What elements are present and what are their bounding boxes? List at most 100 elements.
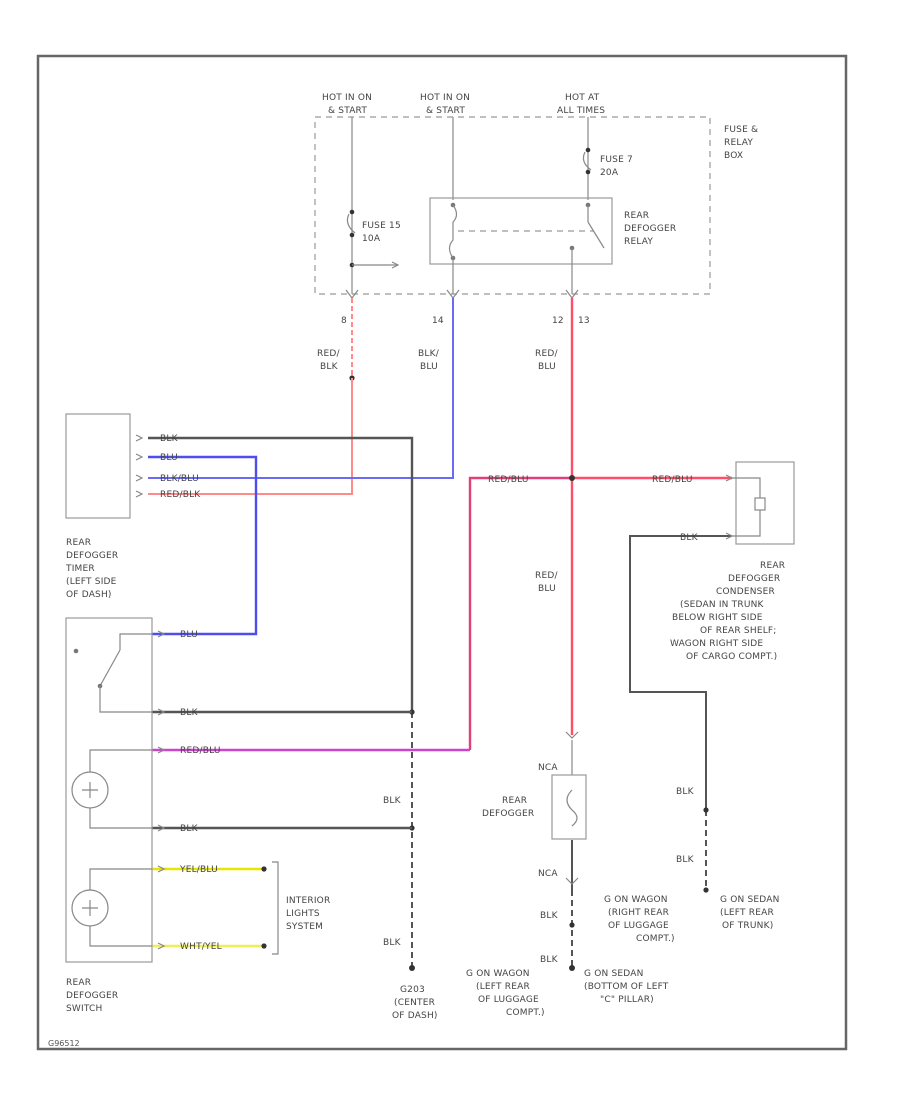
switch-pins <box>157 630 166 950</box>
timer-wire-blu: BLU <box>160 453 178 463</box>
pin-label-13: 13 <box>578 316 590 326</box>
interior-label-2: LIGHTS <box>286 909 320 919</box>
wire-label-cond-blk: BLK <box>680 533 699 543</box>
g203-label-3: OF DASH) <box>392 1011 438 1021</box>
sedan-right-label-1: G ON SEDAN <box>720 895 780 905</box>
defogger-label-1: REAR <box>502 796 527 806</box>
relay-label-1: REAR <box>624 211 649 221</box>
wire-label-red-blu-2: BLU <box>538 362 556 372</box>
wire-blk-blu <box>148 298 454 479</box>
sedan-left-label-1: G ON SEDAN <box>584 969 644 979</box>
sedan-right-label-2: (LEFT REAR <box>720 908 774 918</box>
relay-label-3: RELAY <box>624 237 653 247</box>
wagon-right-label-2: (RIGHT REAR <box>608 908 669 918</box>
wire-label-blk-g2: BLK <box>383 938 402 948</box>
indicator-lamp-icon <box>71 749 152 829</box>
hot-label-2a: HOT IN ON <box>420 93 470 103</box>
sedan-right-label-3: OF TRUNK) <box>722 921 773 931</box>
timer-label-5: OF DASH) <box>66 590 112 600</box>
condenser-label-5: BELOW RIGHT SIDE <box>672 613 763 623</box>
pin-label-12: 12 <box>552 316 564 326</box>
interior-label-1: INTERIOR <box>286 896 330 906</box>
g203-label-1: G203 <box>400 985 425 995</box>
switch-wire-whtyel: WHT/YEL <box>180 942 222 952</box>
illumination-lamp-icon <box>71 868 152 947</box>
sedan-left-label-2: (BOTTOM OF LEFT <box>584 982 669 992</box>
rear-defogger-timer <box>65 413 144 519</box>
fuse-relay-box: FUSE & RELAY BOX HOT IN ON & START HOT I… <box>314 93 758 326</box>
timer-label-1: REAR <box>66 538 91 548</box>
fuse-box-label-3: BOX <box>724 151 743 161</box>
timer-label-2: DEFOGGER <box>66 551 118 561</box>
wire-label-redblu-h1: RED/BLU <box>488 475 529 485</box>
timer-wire-redblk: RED/BLK <box>160 490 201 500</box>
interior-label-3: SYSTEM <box>286 922 323 932</box>
condenser-label-8: OF CARGO COMPT.) <box>686 652 777 662</box>
interior-lights-bracket <box>272 861 279 955</box>
rear-defogger-relay <box>429 197 613 294</box>
condenser-label-6: OF REAR SHELF; <box>700 626 777 636</box>
fuse-15-label-2: 10A <box>362 234 381 244</box>
wire-blk-condenser <box>629 535 732 810</box>
fuse-7-label-2: 20A <box>600 168 619 178</box>
g203-label-2: (CENTER <box>394 998 435 1008</box>
wagon-left-label-3: OF LUGGAGE <box>478 995 539 1005</box>
wire-label-red-blu-1: RED/ <box>535 349 558 359</box>
switch-wire-blu: BLU <box>180 630 198 640</box>
switch-label-1: REAR <box>66 978 91 988</box>
wire-label-blk-r2: BLK <box>676 855 695 865</box>
wire-label-blk-g: BLK <box>383 796 402 806</box>
wire-blu-timer-switch <box>148 455 258 636</box>
wire-label-red-blu-3: RED/ <box>535 571 558 581</box>
fuse-7-label-1: FUSE 7 <box>600 155 633 165</box>
wire-red-blk-2 <box>148 378 353 495</box>
fuse-15-icon <box>346 209 400 269</box>
defogger-nca-2: NCA <box>538 869 558 879</box>
fuse-15-label-1: FUSE 15 <box>362 221 401 231</box>
wire-label-red-blk-1: RED/ <box>317 349 340 359</box>
wire-blk-timer <box>148 436 414 712</box>
switch-label-2: DEFOGGER <box>66 991 118 1001</box>
timer-label-3: TIMER <box>65 564 95 574</box>
wagon-left-label-1: G ON WAGON <box>466 969 530 979</box>
wagon-right-label-3: OF LUGGAGE <box>608 921 669 931</box>
fuse-7-icon <box>582 147 592 175</box>
condenser-label-2: DEFOGGER <box>728 574 780 584</box>
rear-defogger-switch <box>65 617 166 963</box>
hot-label-3a: HOT AT <box>565 93 600 103</box>
fuse-box-label-1: FUSE & <box>724 125 758 135</box>
condenser-label-7: WAGON RIGHT SIDE <box>670 639 763 649</box>
fuse-box-label-2: RELAY <box>724 138 753 148</box>
timer-pins <box>135 434 144 498</box>
sedan-left-label-3: "C" PILLAR) <box>600 995 654 1005</box>
hot-label-3b: ALL TIMES <box>557 106 605 116</box>
wire-red-blu-switch <box>468 476 572 750</box>
switch-label-3: SWITCH <box>66 1004 103 1014</box>
diagram-border <box>36 54 848 1051</box>
wire-label-red-blu-4: BLU <box>538 584 556 594</box>
switch-wire-blk: BLK <box>180 708 199 718</box>
wire-label-redblu-h2: RED/BLU <box>652 475 693 485</box>
hot-label-2b: & START <box>426 106 465 116</box>
wagon-right-label-4: COMPT.) <box>636 934 675 944</box>
defogger-label-2: DEFOGGER <box>482 809 534 819</box>
condenser-label-4: (SEDAN IN TRUNK <box>680 600 765 610</box>
switch-wire-yelblu: YEL/BLU <box>179 865 218 875</box>
relay-label-2: DEFOGGER <box>624 224 676 234</box>
diagram-code: G96512 <box>48 1039 80 1048</box>
defogger-nca-1: NCA <box>538 763 558 773</box>
wire-label-blk-blu-1: BLK/ <box>418 349 440 359</box>
wire-label-blk-r1: BLK <box>676 787 695 797</box>
condenser-label-1: REAR <box>760 561 785 571</box>
switch-wire-redblu: RED/BLU <box>180 746 221 756</box>
wire-label-blk-d2: BLK <box>540 955 559 965</box>
wire-label-blk-d1: BLK <box>540 911 559 921</box>
condenser-label-3: CONDENSER <box>716 587 775 597</box>
pin-label-14: 14 <box>432 316 444 326</box>
wire-label-red-blk-2: BLK <box>320 362 339 372</box>
timer-wire-blkblu: BLK/BLU <box>160 474 199 484</box>
pin-label-8: 8 <box>341 316 347 326</box>
wagon-left-label-4: COMPT.) <box>506 1008 545 1018</box>
wagon-left-label-2: (LEFT REAR <box>476 982 530 992</box>
